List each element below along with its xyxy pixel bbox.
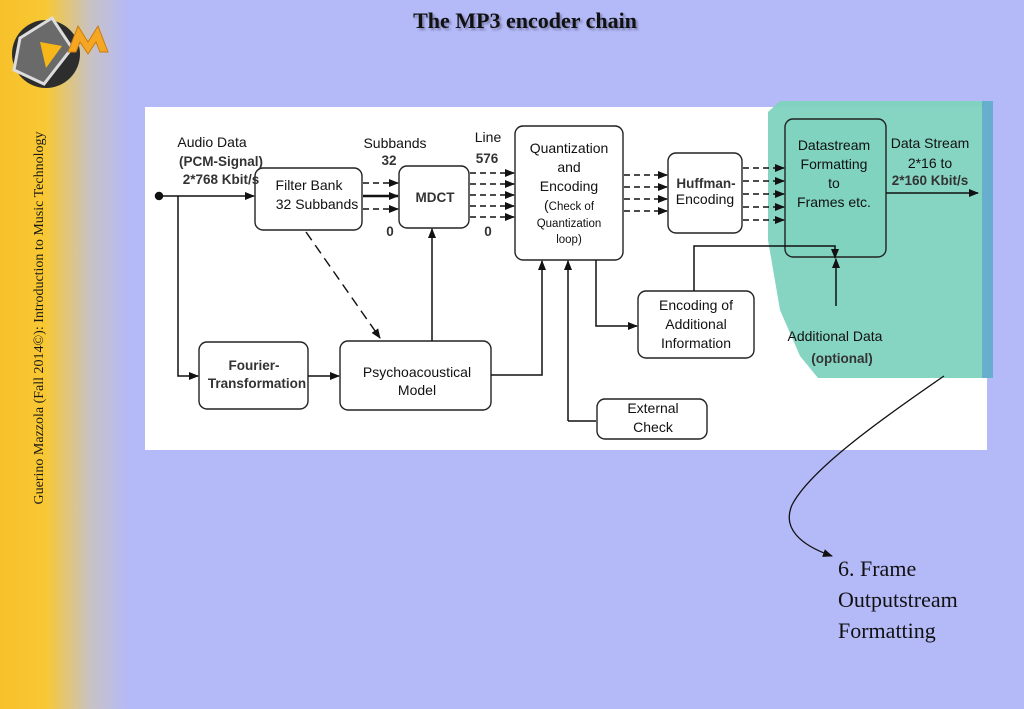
output-rate-label: 2*160 Kbit/s <box>892 173 969 188</box>
datastream-line-3: to <box>828 175 840 191</box>
filter-bank-box <box>254 167 363 231</box>
enc-additional-line-1: Encoding of <box>659 297 733 313</box>
m-logo-icon <box>12 15 109 88</box>
audio-data-label: Audio Data <box>177 134 246 150</box>
output-line-1: Data Stream <box>891 135 970 151</box>
encoding-additional-box <box>637 290 755 359</box>
psycho-line-2: Model <box>398 382 436 398</box>
line-zero: 0 <box>484 224 492 239</box>
dashed-arrows <box>305 164 785 339</box>
highlight-edge <box>982 101 993 378</box>
pcm-rate-label: 2*768 Kbit/s <box>183 172 260 187</box>
quant-sub-line-3: loop) <box>556 234 582 246</box>
datastream-line-4: Frames etc. <box>797 194 871 210</box>
external-line-2: Check <box>633 419 674 435</box>
callout-line-2: Outputstream <box>838 587 958 612</box>
external-check-box <box>596 398 708 440</box>
quant-line-2: and <box>557 159 580 175</box>
datastream-line-1: Datastream <box>798 137 870 153</box>
subbands-label: Subbands <box>363 135 426 151</box>
datastream-line-2: Formatting <box>801 156 868 172</box>
optional-label: (optional) <box>811 351 872 366</box>
slide-title: The MP3 encoder chain <box>413 8 637 33</box>
fourier-line-2: Transformation <box>208 376 306 391</box>
huffman-line-2: Encoding <box>676 191 734 207</box>
line-count: 576 <box>476 151 499 166</box>
callout-arrow <box>788 375 945 557</box>
filter-bank-line-2: 32 Subbands <box>276 196 359 212</box>
huffman-box <box>667 152 743 234</box>
output-line-2: 2*16 to <box>908 155 953 171</box>
enc-additional-line-3: Information <box>661 335 731 351</box>
callout-line-1: 6. Frame <box>838 556 917 581</box>
quant-sub-line-1: (Check of <box>544 197 595 213</box>
huffman-line-1: Huffman- <box>676 176 735 191</box>
subbands-zero: 0 <box>386 224 394 239</box>
connector-lines <box>154 189 979 422</box>
callout-line-3: Formatting <box>838 618 936 643</box>
pcm-signal-label: (PCM-Signal) <box>179 154 263 169</box>
quant-line-1: Quantization <box>530 140 609 156</box>
quant-line-3: Encoding <box>540 178 598 194</box>
mdct-label: MDCT <box>416 190 456 205</box>
fourier-line-1: Fourier- <box>228 358 279 373</box>
sidebar-strip: Guerino Mazzola (Fall 2014©): Introducti… <box>0 0 130 709</box>
enc-additional-line-2: Additional <box>665 316 727 332</box>
psycho-line-1: Psychoacoustical <box>363 364 471 380</box>
callout-text: 6. Frame Outputstream Formatting <box>838 553 1018 646</box>
external-line-1: External <box>627 400 678 416</box>
filter-bank-line-1: Filter Bank <box>276 177 344 193</box>
subbands-count: 32 <box>381 153 396 168</box>
additional-data-label: Additional Data <box>788 328 883 344</box>
quant-sub-line-2: Quantization <box>537 218 602 230</box>
line-label: Line <box>475 129 502 145</box>
